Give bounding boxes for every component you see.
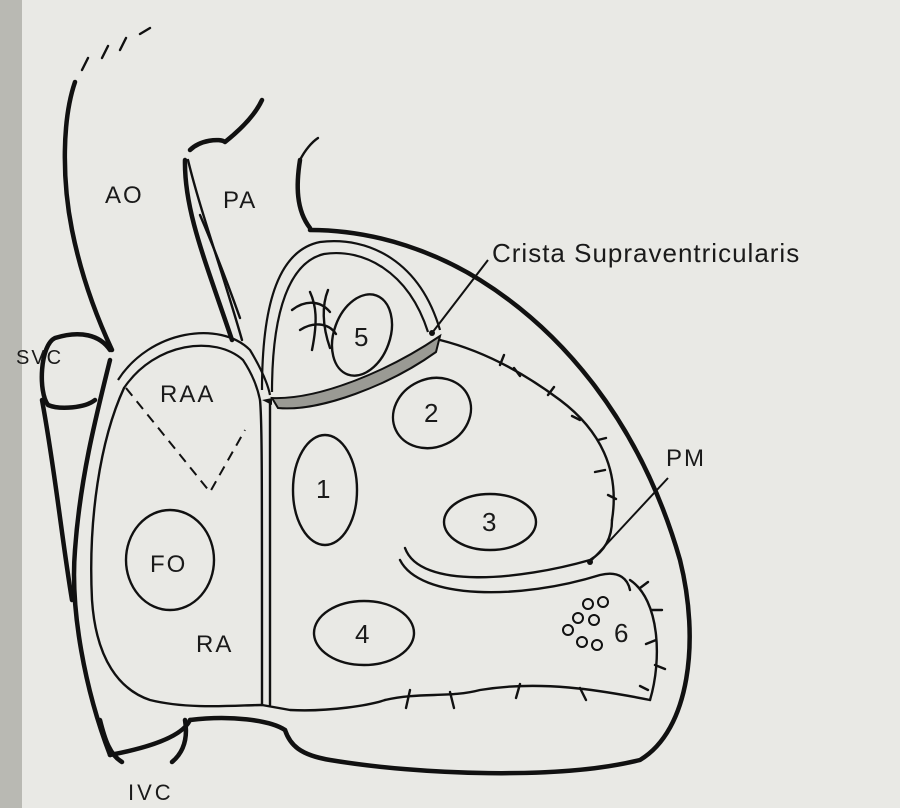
scan-edge [0,0,22,808]
label-region-6: 6 [614,618,628,648]
ivc-junction [110,720,190,755]
pa-left-wall [190,100,262,150]
label-raa: RAA [160,381,215,408]
label-region-4: 4 [355,619,369,649]
label-ra: RA [196,631,233,658]
pm-leader-dot [587,559,593,565]
rv-inner-wall-top [440,340,614,520]
pm-leader-line [590,478,668,562]
label-fo: FO [150,551,187,578]
region-6-orifices [563,597,608,650]
aorta-left-wall [65,82,112,350]
label-region-2: 2 [424,398,438,428]
ra-floor [262,700,385,710]
ra-inner-wall [91,388,262,706]
pulmonary-valve-icon [292,290,336,350]
trabeculae-top [500,355,616,499]
label-pa: PA [223,187,257,214]
pa-right-wall [298,160,310,228]
ivc-right-wall [172,720,186,762]
label-ao: AO [105,182,144,209]
label-crista-supraventricularis: Crista Supraventricularis [492,238,800,268]
label-ivc: IVC [128,780,174,805]
label-svc: SVC [16,347,63,369]
crista-tip [262,398,272,405]
label-region-3: 3 [482,507,496,537]
label-region-1: 1 [316,474,330,504]
septum-line-left [260,400,262,705]
crista-leader-dot [429,330,435,336]
svc-left-wall [42,400,72,600]
heart-outer-wall [285,230,690,773]
pa-right-tip [300,138,318,160]
aorta-branches [82,28,150,70]
label-region-5: 5 [354,322,368,352]
trabeculae-apex [640,582,665,690]
heart-bottom-wall [190,718,285,730]
label-pm: PM [666,445,706,472]
